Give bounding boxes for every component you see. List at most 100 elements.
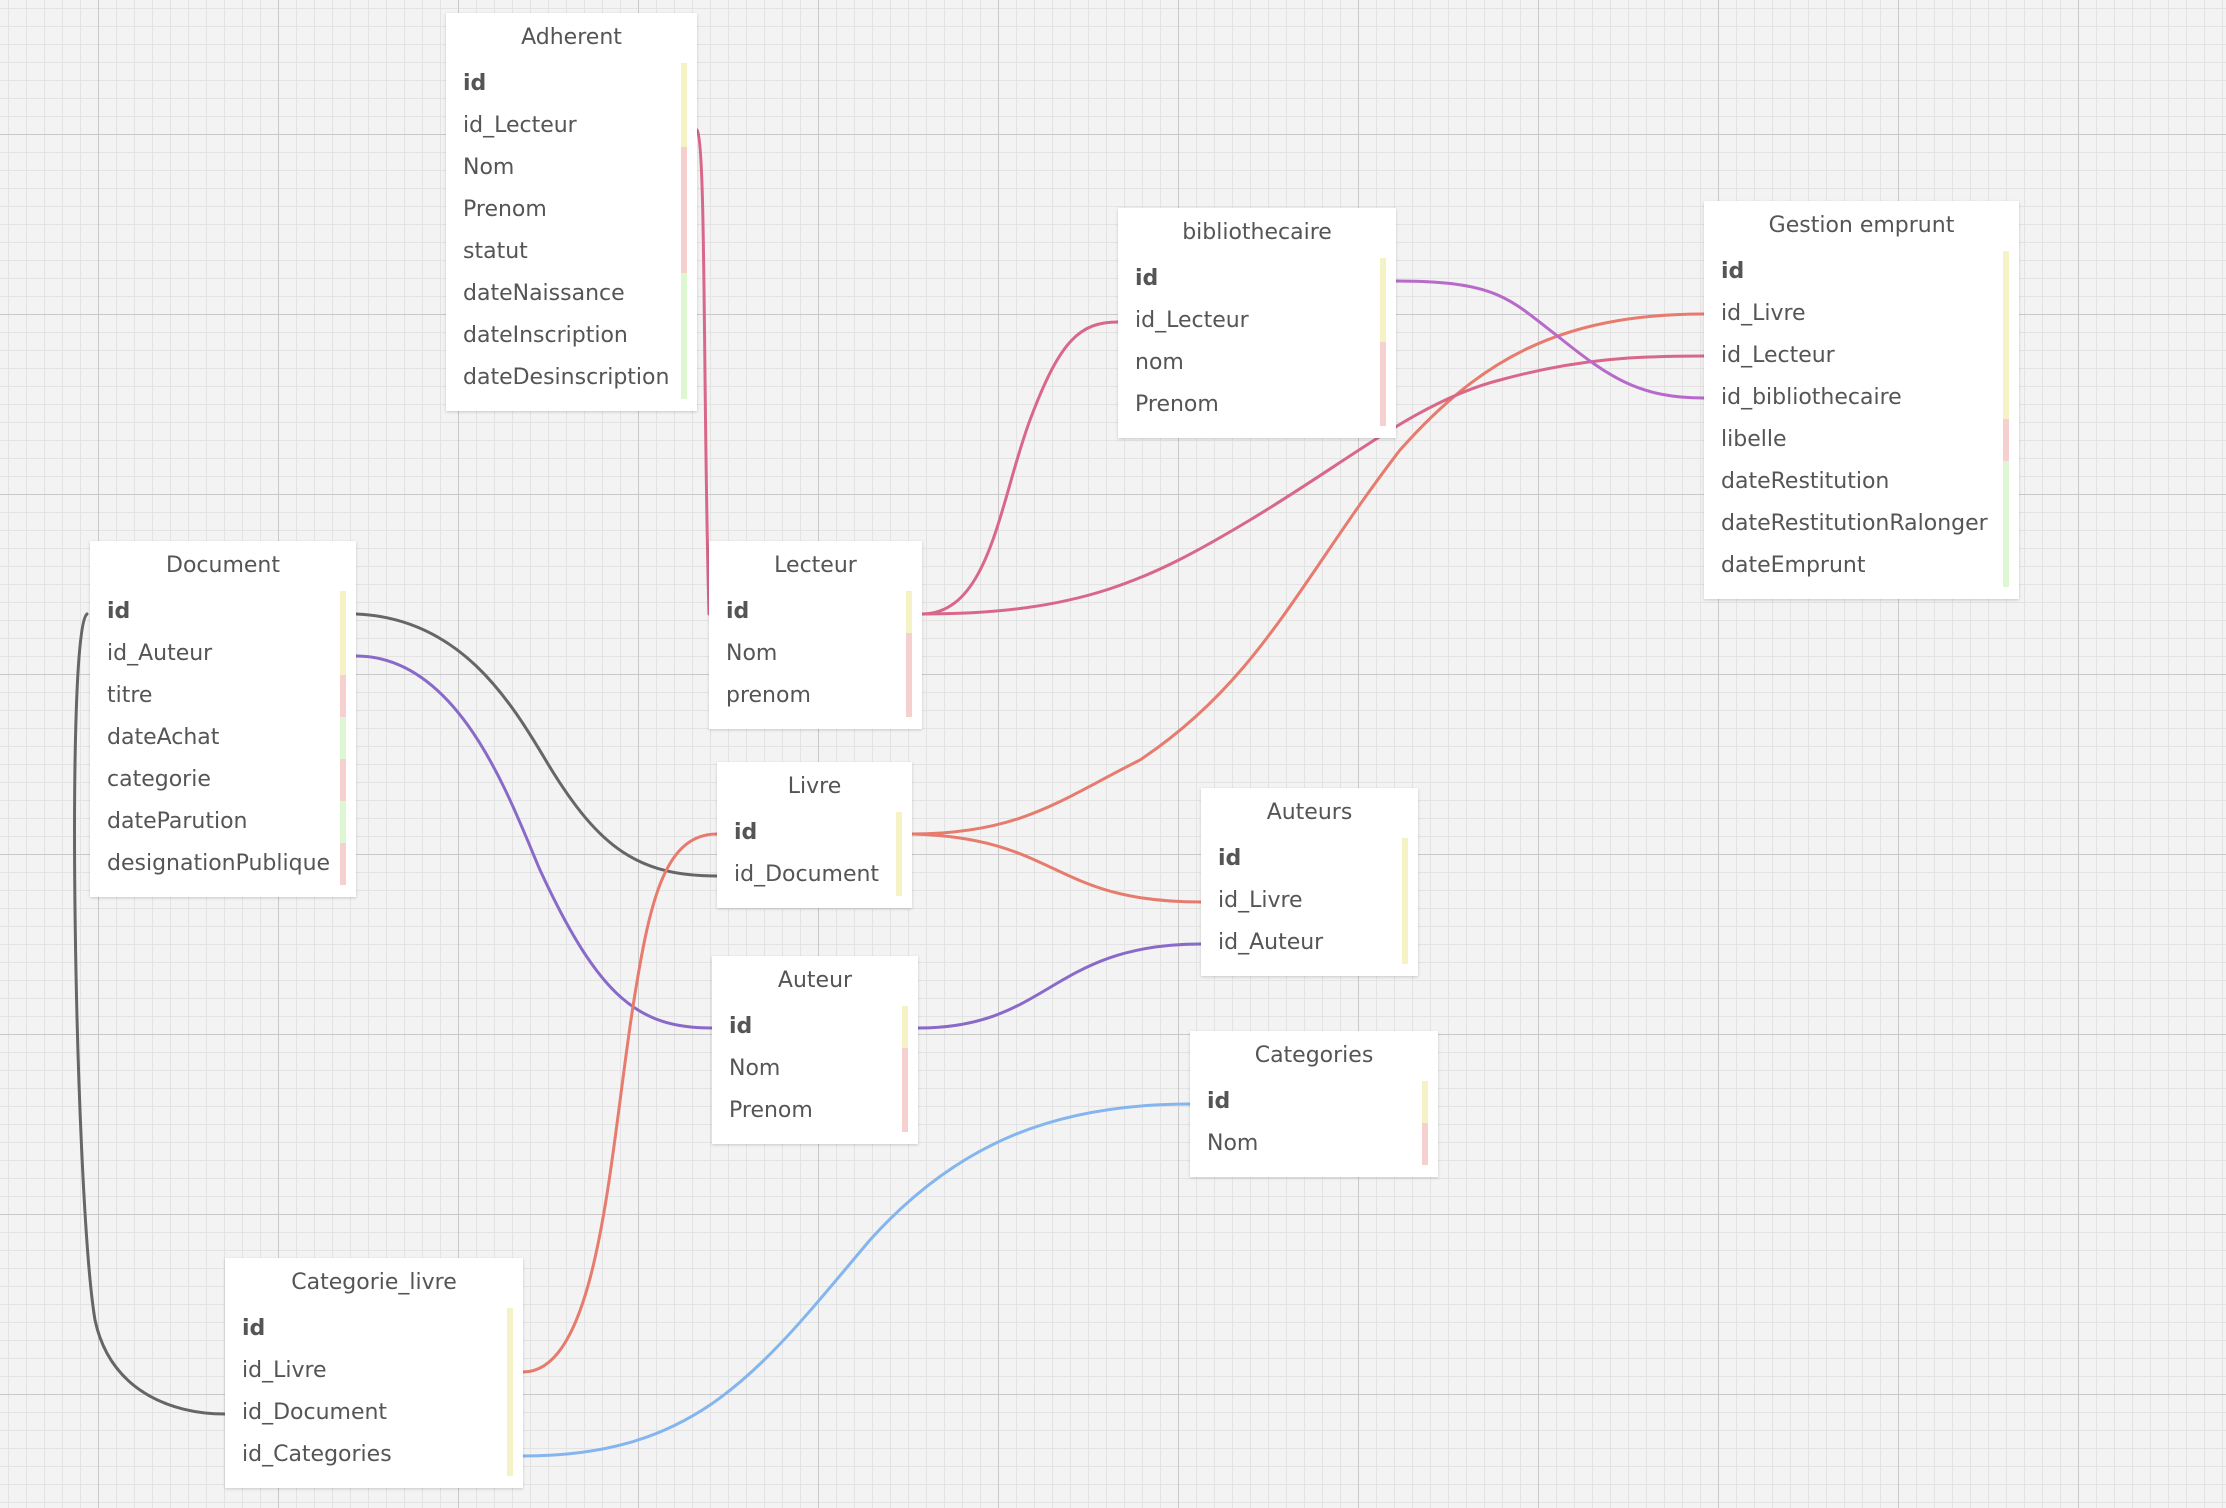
field-type-bar [1402,880,1408,922]
field-type-bar [2003,419,2009,461]
field-name: titre [107,683,153,708]
field-row[interactable]: id [225,1308,523,1350]
field-row[interactable]: categorie [90,759,356,801]
field-type-bar [2003,377,2009,419]
field-row[interactable]: designationPublique [90,843,356,885]
field-name: id [1135,266,1159,291]
field-row[interactable]: id [717,812,912,854]
table-title: Auteur [777,968,853,993]
field-name: Nom [726,641,778,666]
field-name: dateAchat [107,725,220,750]
field-row[interactable]: Nom [712,1048,918,1090]
field-type-bar [340,801,346,843]
link-livre-id-gestion-emprunt-id-livre [910,312,1706,836]
field-type-bar [681,273,687,315]
field-type-bar [1380,258,1386,300]
field-row[interactable]: libelle [1704,419,2019,461]
field-row[interactable]: id_Document [225,1392,523,1434]
table-title: Document [166,553,280,578]
field-row[interactable]: id_Lecteur [1118,300,1396,342]
field-row[interactable]: titre [90,675,356,717]
field-row[interactable]: id_Lecteur [446,105,697,147]
field-name: id_Categories [242,1442,392,1467]
link-lecteur-id-bibliothecaire-id-lecteur [920,320,1120,616]
field-row[interactable]: dateInscription [446,315,697,357]
field-type-bar [340,633,346,675]
field-type-bar [2003,251,2009,293]
field-row[interactable]: Prenom [712,1090,918,1132]
field-row[interactable]: dateParution [90,801,356,843]
field-name: id [734,820,758,845]
field-row[interactable]: id [1118,258,1396,300]
field-row[interactable]: id_Document [717,854,912,896]
field-name: Prenom [729,1098,813,1123]
field-row[interactable]: id [90,591,356,633]
table-footer [90,885,356,897]
field-name: dateInscription [463,323,628,348]
field-row[interactable]: Nom [1190,1123,1438,1165]
field-row[interactable]: id_Livre [1201,880,1418,922]
field-row[interactable]: dateRestitution [1704,461,2019,503]
field-row[interactable]: id_Auteur [90,633,356,675]
table-title: Auteurs [1266,800,1353,825]
field-type-bar [340,591,346,633]
field-row[interactable]: dateEmprunt [1704,545,2019,587]
field-row[interactable]: id [446,63,697,105]
field-row[interactable]: prenom [709,675,922,717]
field-row[interactable]: Nom [709,633,922,675]
field-row[interactable]: id_Lecteur [1704,335,2019,377]
field-type-bar [507,1434,513,1476]
field-row[interactable]: Prenom [1118,384,1396,426]
field-row[interactable]: dateNaissance [446,273,697,315]
field-type-bar [340,675,346,717]
field-row[interactable]: id [1201,838,1418,880]
field-row[interactable]: id_Auteur [1201,922,1418,964]
table-footer [709,717,922,729]
field-row[interactable]: Nom [446,147,697,189]
field-row[interactable]: id_Livre [1704,293,2019,335]
field-type-bar [681,357,687,399]
field-row[interactable]: dateAchat [90,717,356,759]
field-row[interactable]: dateRestitutionRalonger [1704,503,2019,545]
field-name: id [463,71,487,96]
field-type-bar [902,1048,908,1090]
field-type-bar [681,105,687,147]
field-row[interactable]: Prenom [446,189,697,231]
field-name: prenom [726,683,811,708]
table-footer [1118,426,1396,438]
field-row[interactable]: id [709,591,922,633]
field-row[interactable]: statut [446,231,697,273]
field-name: dateParution [107,809,248,834]
table-title: Adherent [521,25,622,50]
field-type-bar [902,1006,908,1048]
link-livre-id-categorie-livre-id-livre [521,832,719,1374]
field-type-bar [906,633,912,675]
field-row[interactable]: id [1190,1081,1438,1123]
field-row[interactable]: id_Livre [225,1350,523,1392]
field-row[interactable]: id [712,1006,918,1048]
field-row[interactable]: id [1704,251,2019,293]
field-row[interactable]: id_bibliothecaire [1704,377,2019,419]
field-row[interactable]: dateDesinscription [446,357,697,399]
field-name: dateNaissance [463,281,625,306]
field-type-bar [340,843,346,885]
field-name: id_Lecteur [463,113,577,138]
field-type-bar [896,854,902,896]
field-row[interactable]: nom [1118,342,1396,384]
field-type-bar [681,231,687,273]
field-row[interactable]: id_Categories [225,1434,523,1476]
field-type-bar [507,1350,513,1392]
field-name: id [1721,259,1745,284]
field-name: id_Lecteur [1135,308,1249,333]
